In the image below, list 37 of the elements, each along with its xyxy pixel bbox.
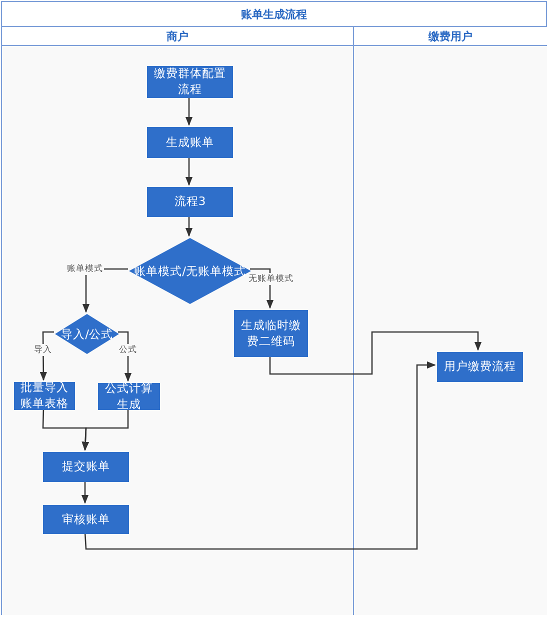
box-label: 生成账单: [166, 134, 214, 150]
box-label: 审核账单: [62, 512, 110, 528]
lane-header: 商户: [166, 29, 190, 44]
arrow: [269, 331, 482, 375]
process-box: [437, 352, 523, 382]
arrow: [84, 361, 436, 550]
lane-header: 缴费用户: [427, 29, 474, 44]
arrow: [40, 331, 54, 381]
process-box: [147, 187, 233, 217]
arrow: [81, 480, 89, 504]
box-label: 用户缴费流程: [444, 359, 516, 375]
process-box: [234, 310, 308, 357]
pool-title: 账单生成流程: [240, 7, 308, 22]
edge-label: 公式: [118, 344, 138, 356]
box-label: 批量导入账单表格: [20, 380, 70, 412]
box-label: 缴费群体配置流程: [153, 66, 227, 98]
decision-label: 账单模式/无账单模式: [134, 264, 246, 278]
box-label: 流程3: [174, 194, 206, 210]
box-label: 公式计算生成: [104, 380, 154, 412]
process-box: [43, 505, 129, 534]
arrow: [185, 156, 193, 186]
arrow: [82, 408, 129, 451]
swimlane: [353, 26, 547, 615]
process-box: [98, 383, 160, 410]
box-label: 生成临时缴费二维码: [240, 318, 302, 350]
arrow: [185, 215, 193, 237]
decision-label: 导入/公式: [61, 326, 113, 342]
swimlane: [2, 26, 353, 615]
box-label: 提交账单: [62, 459, 110, 475]
arrow: [118, 331, 132, 382]
edge-label: 导入: [33, 344, 53, 356]
process-box: [43, 452, 129, 482]
process-box: [147, 127, 233, 158]
edge-label: 无账单模式: [248, 273, 294, 285]
arrow: [185, 96, 193, 126]
process-box: [14, 382, 75, 410]
edge-label: 账单模式: [66, 263, 104, 275]
